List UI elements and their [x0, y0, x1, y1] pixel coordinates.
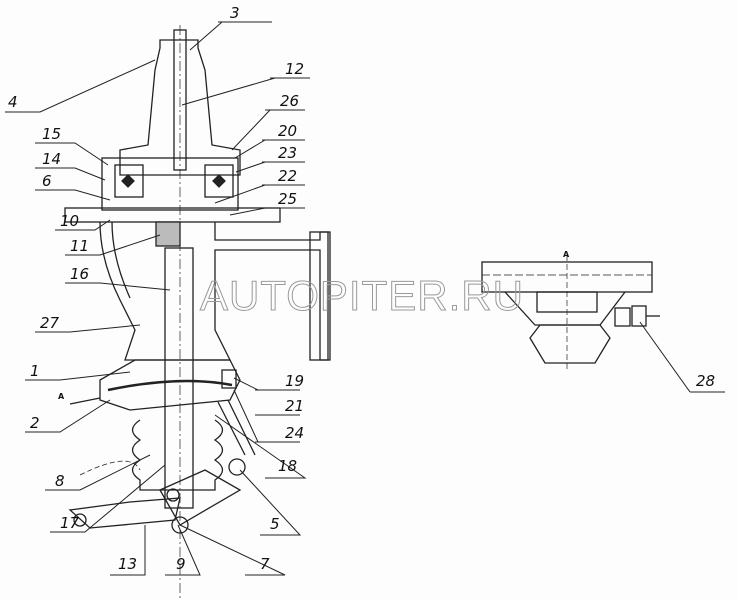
callout-4: 4 — [8, 93, 18, 111]
callout-6: 6 — [42, 172, 52, 190]
callout-19: 19 — [285, 372, 305, 390]
callout-1: 1 — [30, 362, 40, 380]
callout-25: 25 — [278, 190, 298, 208]
callout-7: 7 — [260, 555, 270, 573]
callout-10: 10 — [60, 212, 80, 230]
callout-18: 18 — [278, 457, 298, 475]
callout-17: 17 — [60, 514, 80, 532]
watermark: AUTOPITER.RU — [200, 272, 524, 320]
callout-28: 28 — [696, 372, 716, 390]
callout-11: 11 — [70, 237, 90, 255]
section-marker-a: A — [58, 392, 65, 401]
callout-24: 24 — [285, 424, 305, 442]
callout-27: 27 — [40, 314, 60, 332]
callout-15: 15 — [42, 125, 62, 143]
callout-16: 16 — [70, 265, 90, 283]
callout-13: 13 — [118, 555, 138, 573]
callout-21: 21 — [285, 397, 305, 415]
callout-8: 8 — [55, 472, 65, 490]
callout-26: 26 — [280, 92, 300, 110]
view-marker-a: A — [563, 250, 570, 259]
callout-2: 2 — [30, 414, 40, 432]
callout-12: 12 — [285, 60, 305, 78]
callout-3: 3 — [230, 4, 240, 22]
callout-9: 9 — [176, 555, 186, 573]
callout-5: 5 — [270, 515, 280, 533]
callout-22: 22 — [278, 167, 298, 185]
callout-14: 14 — [42, 150, 62, 168]
callout-20: 20 — [278, 122, 298, 140]
callout-23: 23 — [278, 144, 298, 162]
